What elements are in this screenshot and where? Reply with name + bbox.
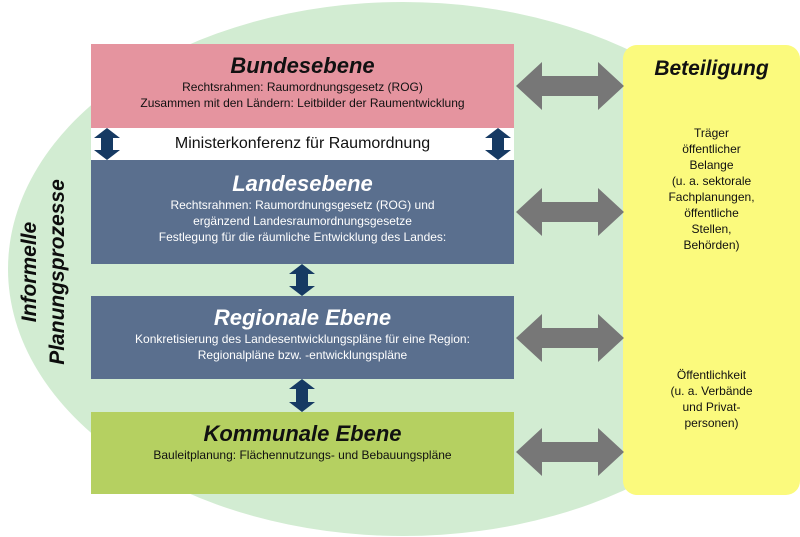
kommunale-ebene-title: Kommunale Ebene: [203, 421, 402, 446]
bundesebene-box: Bundesebene Rechtsrahmen: Raumordnungsge…: [91, 44, 514, 128]
traeger-line: (u. a. sektorale: [671, 174, 752, 188]
traeger-line: öffentliche: [684, 206, 739, 220]
double-arrow-vertical-icon: [289, 379, 315, 412]
landesebene-line: Rechtsrahmen: Raumordnungsgesetz (ROG) u…: [170, 198, 435, 212]
bundesebene-text: Rechtsrahmen: Raumordnungsgesetz (ROG) Z…: [91, 79, 514, 111]
beteiligung-title: Beteiligung: [654, 57, 769, 80]
regionale-ebene-text: Konkretisierung des Landesentwicklungspl…: [91, 331, 514, 363]
ministerkonferenz-label: Ministerkonferenz für Raumordnung: [174, 135, 431, 152]
double-arrow-horizontal-icon: [516, 428, 624, 476]
traeger-line: Behörden): [683, 238, 740, 252]
beteiligung-box: Beteiligung Träger öffentlicher Belange …: [623, 45, 800, 495]
double-arrow-vertical-icon: [289, 264, 315, 296]
traeger-line: Stellen,: [691, 222, 732, 236]
regionale-ebene-title: Regionale Ebene: [213, 305, 392, 330]
traeger-line: Fachplanungen,: [668, 190, 755, 204]
bundesebene-line: Zusammen mit den Ländern: Leitbilder der…: [140, 96, 465, 110]
landesebene-line: Festlegung für die räumliche Entwicklung…: [158, 230, 447, 244]
ministerkonferenz-box: Ministerkonferenz für Raumordnung: [91, 128, 514, 160]
double-arrow-horizontal-icon: [516, 188, 624, 236]
traeger-line: Träger: [694, 126, 729, 140]
kommunale-ebene-box: Kommunale Ebene Bauleitplanung: Flächenn…: [91, 412, 514, 494]
double-arrow-horizontal-icon: [516, 62, 624, 110]
oeffentlichkeit-line: und Privat-: [682, 400, 741, 414]
traeger-text: Träger öffentlicher Belange (u. a. sekto…: [623, 125, 800, 253]
landesebene-title: Landesebene: [232, 171, 373, 196]
kommunale-ebene-line: Bauleitplanung: Flächennutzungs- und Beb…: [153, 448, 452, 462]
oeffentlichkeit-text: Öffentlichkeit (u. a. Verbände und Priva…: [623, 367, 800, 431]
oeffentlichkeit-line: personen): [684, 416, 739, 430]
landesebene-line: ergänzend Landesraumordnungsgesetze: [193, 214, 412, 228]
landesebene-box: Landesebene Rechtsrahmen: Raumordnungsge…: [91, 160, 514, 264]
traeger-line: öffentlicher: [682, 142, 741, 156]
regionale-ebene-line: Konkretisierung des Landesentwicklungspl…: [135, 332, 470, 346]
vertical-arrows: [94, 128, 511, 412]
bundesebene-title: Bundesebene: [230, 53, 375, 78]
kommunale-ebene-text: Bauleitplanung: Flächennutzungs- und Beb…: [91, 447, 514, 463]
traeger-line: Belange: [689, 158, 734, 172]
landesebene-text: Rechtsrahmen: Raumordnungsgesetz (ROG) u…: [91, 197, 514, 245]
double-arrow-horizontal-icon: [516, 314, 624, 362]
horizontal-arrows: [516, 62, 624, 476]
oeffentlichkeit-line: (u. a. Verbände: [670, 384, 753, 398]
regionale-ebene-line: Regionalpläne bzw. -entwicklungspläne: [197, 348, 408, 362]
double-arrow-vertical-icon: [94, 128, 120, 160]
oeffentlichkeit-line: Öffentlichkeit: [676, 368, 747, 382]
bundesebene-line: Rechtsrahmen: Raumordnungsgesetz (ROG): [182, 80, 423, 94]
double-arrow-vertical-icon: [485, 128, 511, 160]
regionale-ebene-box: Regionale Ebene Konkretisierung des Land…: [91, 296, 514, 379]
